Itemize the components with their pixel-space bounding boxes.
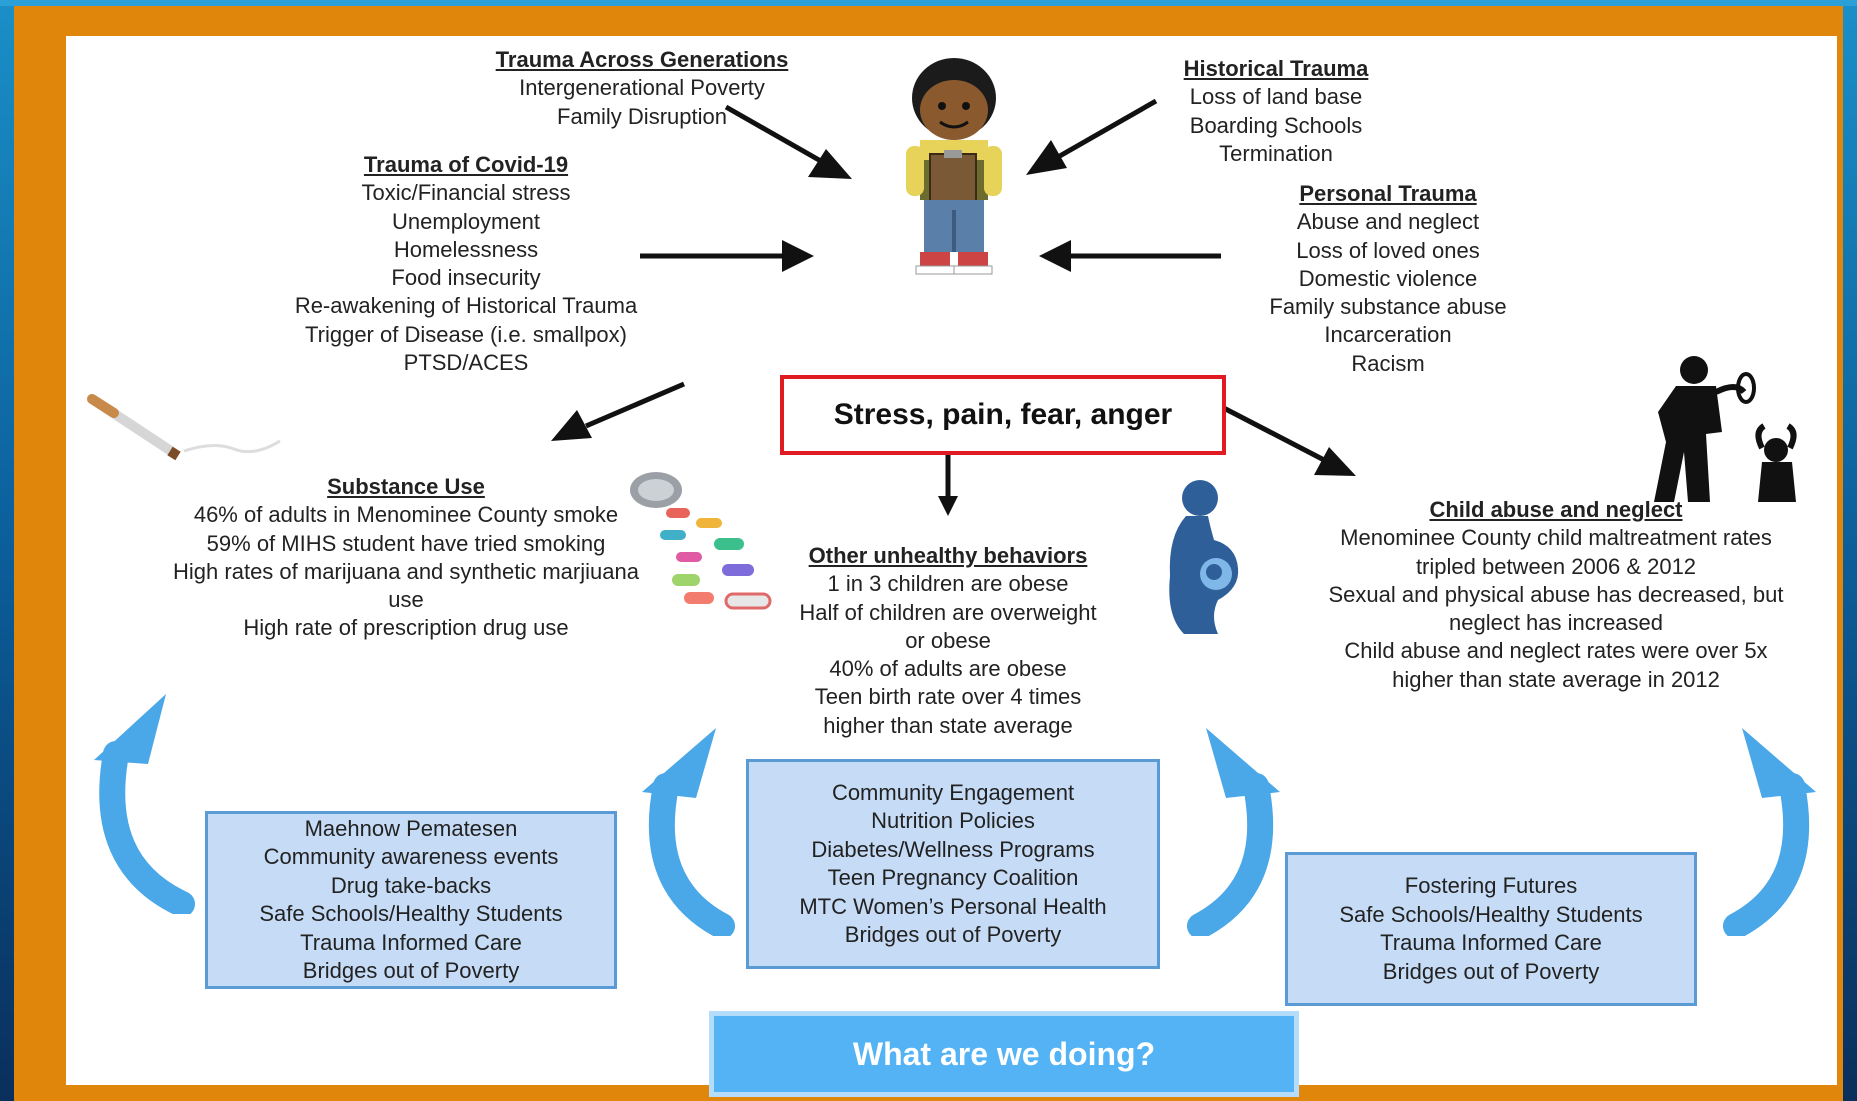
block-line: Loss of loved ones <box>1296 237 1480 263</box>
trauma-covid-block: Trauma of Covid-19 Toxic/Financial stres… <box>216 151 716 377</box>
block-line: Abuse and neglect <box>1296 209 1480 235</box>
block-line: 59% of MIHS student have tried smoking <box>206 530 606 556</box>
block-line: Family Disruption <box>557 103 727 129</box>
program-item: Diabetes/Wellness Programs <box>811 836 1095 862</box>
cigarette-icon <box>87 394 281 461</box>
program-item: Community awareness events <box>263 844 559 869</box>
arrows-layer <box>551 98 1356 516</box>
block-line: Food insecurity <box>391 265 541 291</box>
block-line: Re-awakening of Historical Trauma <box>294 293 638 319</box>
trauma-generations-block: Trauma Across Generations Intergeneratio… <box>392 46 892 131</box>
block-line: use <box>388 587 424 613</box>
arrow-center-to-substance <box>585 381 685 429</box>
substance-use-block: Substance Use 46% of adults in Menominee… <box>126 473 686 643</box>
personal-trauma-block: Personal Trauma Abuse and neglect Loss o… <box>1238 180 1538 378</box>
program-item: Nutrition Policies <box>871 808 1035 833</box>
program-item: Fostering Futures <box>1404 873 1578 898</box>
block-line: higher than state average in 2012 <box>1392 666 1720 692</box>
program-item: Maehnow Pematesen <box>304 815 518 841</box>
orange-frame: Trauma Across Generations Intergeneratio… <box>14 6 1843 1101</box>
block-line: 1 in 3 children are obese <box>827 571 1069 597</box>
program-item: Safe Schools/Healthy Students <box>259 901 563 926</box>
program-item: Teen Pregnancy Coalition <box>827 865 1079 890</box>
curved-arrow-icon <box>642 728 735 936</box>
block-line: Toxic/Financial stress <box>361 180 571 206</box>
block-line: higher than state average <box>823 712 1073 738</box>
block-line: Boarding Schools <box>1189 112 1363 138</box>
center-stress-box: Stress, pain, fear, anger <box>780 375 1226 455</box>
block-line: Child abuse and neglect rates were over … <box>1344 638 1768 664</box>
block-title: Substance Use <box>327 474 485 499</box>
block-line: Trigger of Disease (i.e. smallpox) <box>305 321 627 347</box>
block-line: Menominee County child maltreatment rate… <box>1340 525 1772 551</box>
curved-arrow-icon <box>1187 728 1280 936</box>
block-line: Sexual and physical abuse has decreased,… <box>1328 581 1784 607</box>
curved-arrow-icon <box>94 694 195 914</box>
arrow-historical-to-child <box>1049 98 1158 164</box>
block-title: Other unhealthy behaviors <box>808 543 1088 568</box>
diagram-canvas: Trauma Across Generations Intergeneratio… <box>66 36 1837 1097</box>
block-line: Racism <box>1351 350 1425 376</box>
block-line: Teen birth rate over 4 times <box>814 684 1082 710</box>
block-line: Half of children are overweight <box>799 599 1097 625</box>
program-item: Trauma Informed Care <box>1380 930 1602 955</box>
program-item: Bridges out of Poverty <box>1382 958 1600 984</box>
block-line: neglect has increased <box>1448 610 1664 636</box>
historical-trauma-block: Historical Trauma Loss of land base Boar… <box>1126 55 1426 168</box>
block-line: Unemployment <box>392 208 540 234</box>
block-line: High rates of marijuana and synthetic ma… <box>173 558 639 584</box>
programs-left-box: Maehnow Pematesen Community awareness ev… <box>205 811 617 989</box>
programs-right-box: Fostering Futures Safe Schools/Healthy S… <box>1285 852 1697 1006</box>
arrow-generations-to-child <box>724 104 828 167</box>
block-line: Loss of land base <box>1189 84 1363 110</box>
block-title: Trauma of Covid-19 <box>363 152 569 177</box>
block-line: Intergenerational Poverty <box>519 75 765 101</box>
block-line: tripled between 2006 & 2012 <box>1415 553 1697 579</box>
abuse-silhouette-icon <box>1654 356 1797 502</box>
what-are-we-doing-button[interactable]: What are we doing? <box>709 1011 1299 1097</box>
program-item: Community Engagement <box>831 779 1075 805</box>
background-top-edge <box>0 0 1857 6</box>
program-item: Drug take-backs <box>330 872 492 898</box>
curved-arrow-icon <box>1723 728 1816 936</box>
block-line: Incarceration <box>1324 322 1452 348</box>
block-line: High rate of prescription drug use <box>243 615 569 641</box>
arrow-center-to-abuse <box>1214 401 1328 464</box>
block-line: 40% of adults are obese <box>829 656 1067 682</box>
child-abuse-block: Child abuse and neglect Menominee County… <box>1306 496 1806 694</box>
programs-middle-box: Community Engagement Nutrition Policies … <box>746 759 1160 969</box>
block-line: 46% of adults in Menominee County smoke <box>193 502 619 528</box>
block-title: Child abuse and neglect <box>1429 497 1683 522</box>
unhealthy-behaviors-block: Other unhealthy behaviors 1 in 3 childre… <box>798 542 1098 740</box>
program-item: Safe Schools/Healthy Students <box>1339 901 1643 927</box>
program-item: MTC Women’s Personal Health <box>799 893 1107 919</box>
block-title: Personal Trauma <box>1299 181 1477 206</box>
pregnant-woman-icon <box>1169 480 1239 634</box>
block-line: Termination <box>1219 140 1333 166</box>
block-line: Homelessness <box>393 236 539 262</box>
background-right-edge <box>1843 0 1857 1101</box>
pill-bottle-icon <box>630 472 772 610</box>
program-item: Bridges out of Poverty <box>844 922 1062 947</box>
block-title: Trauma Across Generations <box>495 47 789 72</box>
background-left-edge <box>0 0 14 1101</box>
program-item: Bridges out of Poverty <box>302 958 520 983</box>
block-line: Family substance abuse <box>1269 294 1507 320</box>
block-line: or obese <box>905 627 991 653</box>
block-line: PTSD/ACES <box>403 350 529 376</box>
block-title: Historical Trauma <box>1183 56 1369 81</box>
program-item: Trauma Informed Care <box>300 929 522 955</box>
child-with-clipboard-icon <box>906 58 1002 275</box>
block-line: Domestic violence <box>1298 265 1478 291</box>
